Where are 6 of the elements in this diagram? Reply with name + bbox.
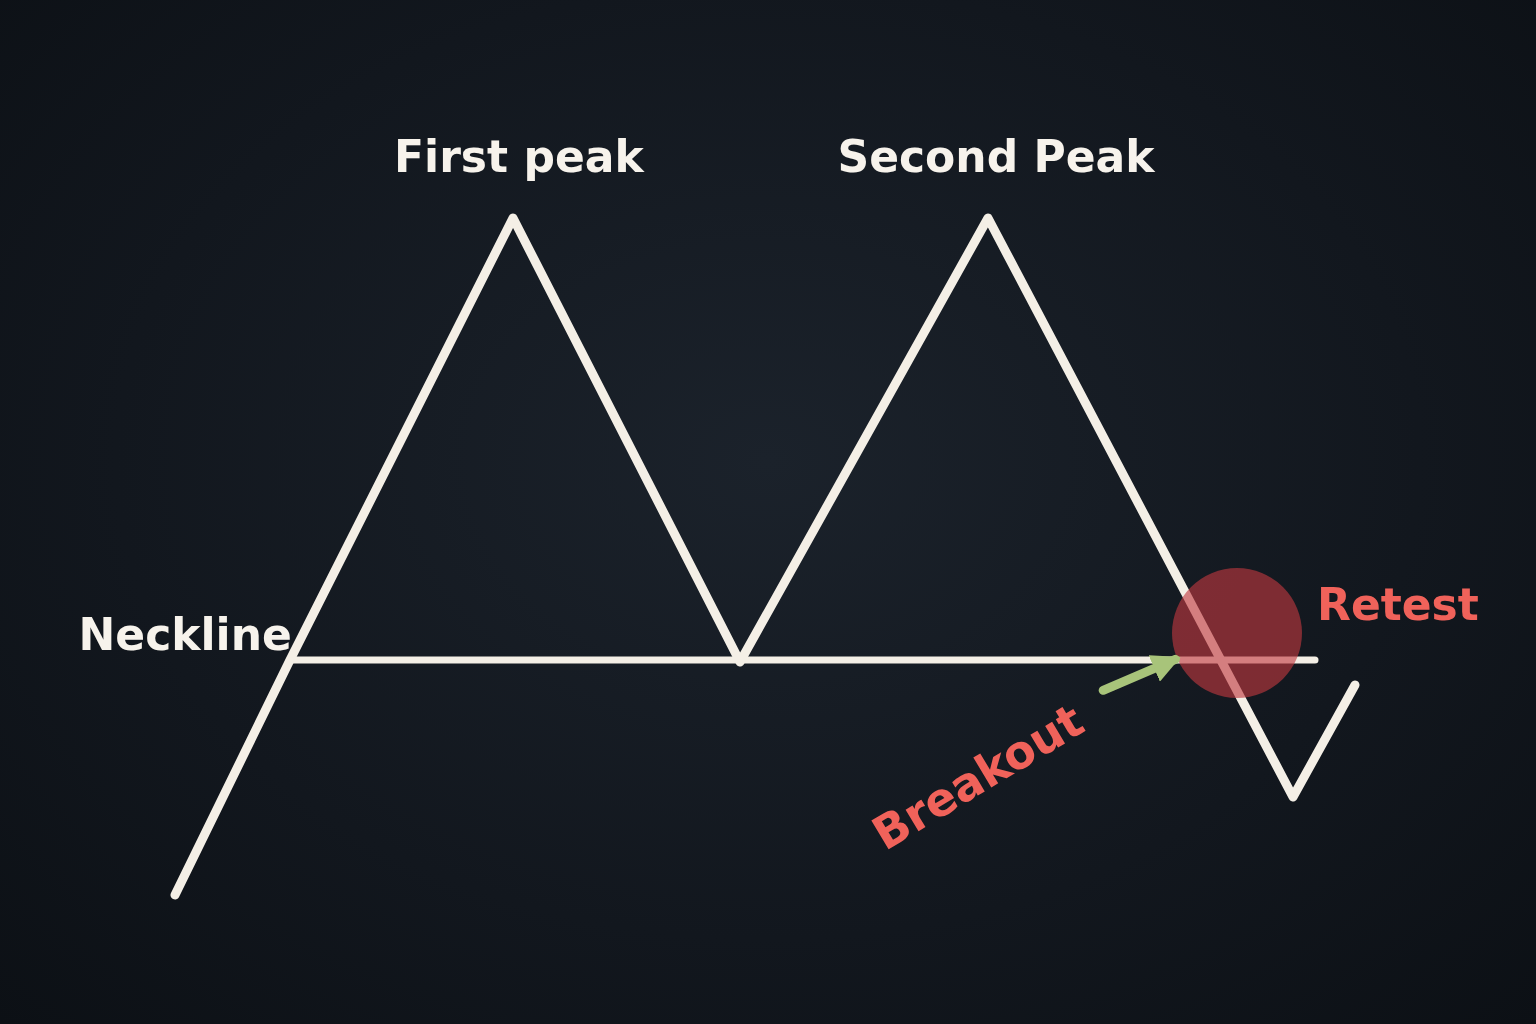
pattern-label: Neckline — [78, 613, 292, 657]
pattern-label: Second Peak — [837, 135, 1155, 179]
arrow — [1098, 654, 1181, 695]
pattern-label: First peak — [394, 135, 644, 179]
retest-circle — [1172, 568, 1302, 698]
callout-text: Retest — [1317, 583, 1479, 627]
